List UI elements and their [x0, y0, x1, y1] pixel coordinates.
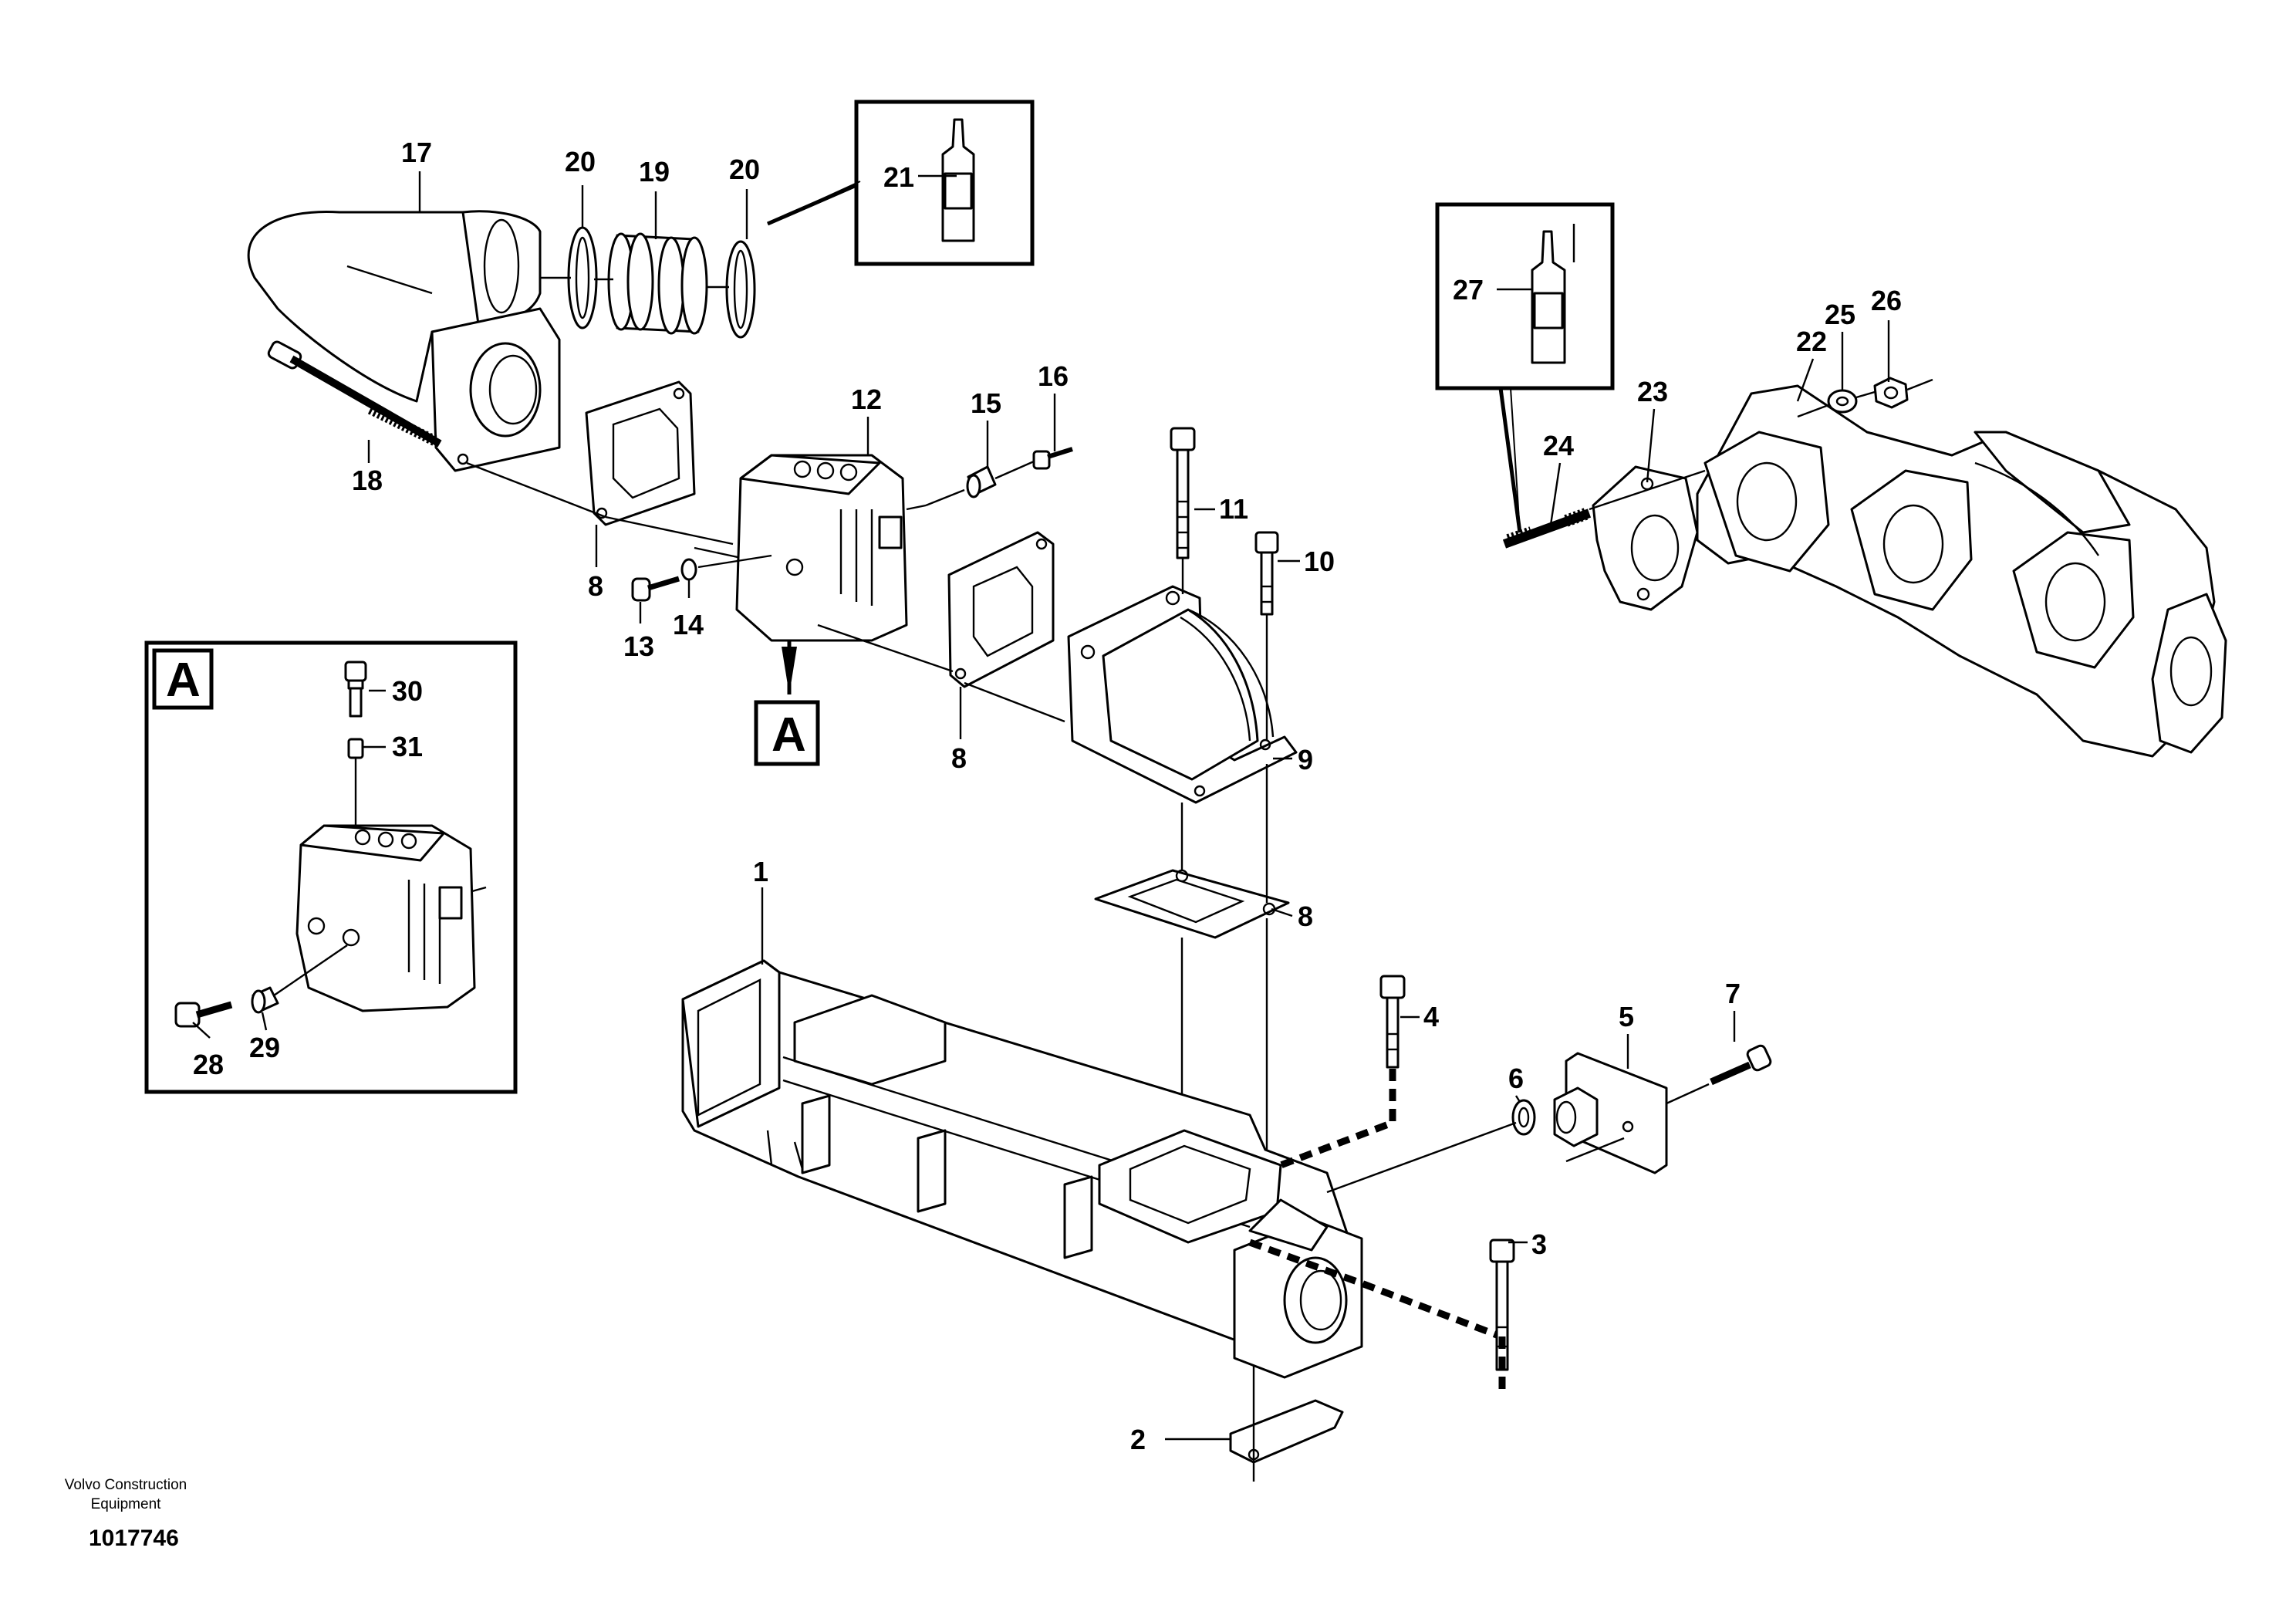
callout-28: 28: [193, 1049, 224, 1080]
part-16-screw: [1032, 447, 1073, 470]
part-8-gasket-middle: [947, 531, 1055, 688]
callout-20b: 20: [729, 154, 760, 185]
callout-29: 29: [249, 1032, 280, 1063]
part-6-washer: [1511, 1099, 1536, 1136]
callout-14: 14: [673, 609, 704, 640]
part-1-manifold: [681, 959, 1363, 1379]
callout-8b: 8: [951, 742, 967, 774]
callout-12: 12: [851, 384, 882, 415]
part-8-gasket-upper: [585, 380, 696, 526]
callout-11: 11: [1219, 493, 1248, 525]
part-2-plate: [1229, 1399, 1344, 1464]
callout-21: 21: [883, 161, 914, 193]
part-4-bolt: [1379, 975, 1406, 1069]
callout-25: 25: [1825, 299, 1855, 330]
detail-letter-a-main: A: [772, 708, 806, 762]
part-20-clamp-left: [567, 226, 598, 329]
footer-brand-line2: Equipment: [91, 1496, 162, 1512]
callout-8a: 8: [588, 570, 603, 602]
part-5-plug-plate: [1553, 1052, 1668, 1174]
callout-9: 9: [1298, 744, 1313, 776]
part-10-bolt: [1254, 531, 1279, 616]
part-9-housing: [1067, 585, 1298, 804]
callout-7: 7: [1725, 978, 1741, 1009]
callout-22: 22: [1796, 326, 1827, 357]
part-22-exhaust-manifold: [1696, 384, 2227, 758]
part-25-washer: [1827, 389, 1858, 414]
callout-31: 31: [392, 731, 423, 762]
callout-3: 3: [1531, 1228, 1547, 1260]
part-3-bolt: [1489, 1238, 1515, 1371]
callout-17: 17: [401, 137, 432, 168]
part-8-gasket-lower: [1094, 869, 1290, 939]
callout-30: 30: [392, 675, 423, 707]
callout-labels: 17 20 19 20 21 18 12 15 16 11 10 8 13 14…: [166, 137, 1902, 1455]
callout-8c: 8: [1298, 901, 1313, 932]
callout-6: 6: [1508, 1063, 1524, 1094]
callout-leaders: [192, 171, 1890, 1441]
detail-reference-a: [754, 640, 820, 766]
part-14-washer: [680, 558, 697, 581]
part-24-stud: [1502, 507, 1592, 549]
part-12-valve-unit: [735, 454, 927, 642]
callout-26: 26: [1871, 285, 1902, 316]
callout-24: 24: [1543, 430, 1574, 461]
callout-5: 5: [1619, 1001, 1634, 1032]
callout-4: 4: [1423, 1001, 1439, 1032]
part-23-gasket: [1592, 465, 1699, 611]
callout-16: 16: [1038, 360, 1069, 392]
callout-27: 27: [1453, 274, 1484, 306]
part-17-elbow-pipe: [247, 210, 561, 472]
detail-view-a: [144, 640, 518, 1094]
part-13-screw: [631, 576, 680, 602]
part-15-sleeve: [966, 465, 997, 498]
callout-15: 15: [971, 387, 1001, 419]
callout-23: 23: [1637, 376, 1668, 407]
callout-1: 1: [753, 856, 768, 887]
part-26-nut: [1873, 377, 1909, 409]
callout-13: 13: [623, 630, 654, 662]
drawing-number: 1017746: [89, 1526, 179, 1551]
part-19-coupling: [607, 232, 708, 335]
callout-2: 2: [1130, 1424, 1146, 1455]
callout-19: 19: [639, 156, 670, 188]
footer-brand-line1: Volvo Construction: [65, 1477, 187, 1493]
part-7-screw: [1710, 1044, 1772, 1086]
callout-18: 18: [352, 465, 383, 496]
callout-20a: 20: [565, 146, 596, 177]
part-11-bolt: [1170, 427, 1196, 559]
part-20-clamp-right: [725, 240, 756, 339]
part-18-bolt: [267, 340, 442, 448]
callout-10: 10: [1304, 546, 1335, 577]
drawing-footer: Volvo Construction Equipment 1017746: [65, 1477, 187, 1551]
part-27-sealant-box: [1435, 202, 1615, 390]
detail-letter-a-box: A: [166, 654, 201, 707]
